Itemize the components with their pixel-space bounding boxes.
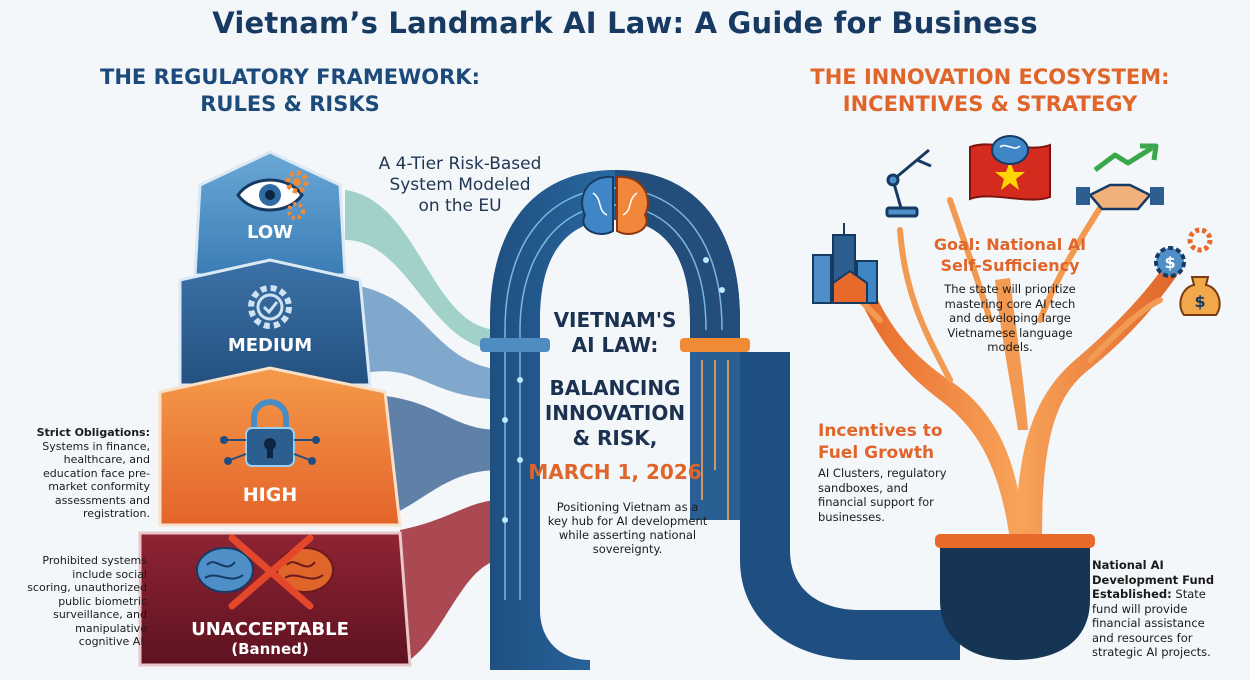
goal-line: and developing large bbox=[949, 311, 1071, 325]
strict-line: registration. bbox=[83, 507, 150, 520]
fund-line: strategic AI projects. bbox=[1092, 645, 1211, 659]
dollar-gear-icon: $ bbox=[1154, 246, 1186, 278]
goal-title-line: Self-Sufficiency bbox=[940, 256, 1080, 275]
tier-banned-label: (Banned) bbox=[231, 640, 309, 658]
center-line: VIETNAM'S bbox=[553, 308, 677, 332]
page-title: Vietnam’s Landmark AI Law: A Guide for B… bbox=[212, 6, 1038, 40]
fund-title-line: Development Fund bbox=[1092, 572, 1215, 587]
tier-low-block bbox=[193, 150, 347, 277]
innovation-ecosystem-heading: THE INNOVATION ECOSYSTEM: INCENTIVES & S… bbox=[740, 64, 1240, 118]
prohib-line: Prohibited systems bbox=[42, 554, 147, 567]
prohibited-systems-text: Prohibited systems include social scorin… bbox=[2, 554, 147, 649]
fund-title-line: National AI bbox=[1092, 558, 1164, 572]
innovation-heading-line2: INCENTIVES & STRATEGY bbox=[842, 92, 1138, 116]
brain-icon bbox=[991, 135, 1029, 165]
tier-medium-label: MEDIUM bbox=[227, 335, 313, 356]
tier-low-label: LOW bbox=[247, 222, 293, 243]
money-bag-icon: $ bbox=[1179, 276, 1221, 316]
prohib-line: scoring, unauthorized bbox=[27, 581, 147, 594]
fund-established-label: Established: bbox=[1092, 587, 1172, 601]
risk-system-caption: A 4-Tier Risk-Based System Modeled on th… bbox=[345, 154, 575, 217]
goal-line: models. bbox=[987, 340, 1033, 354]
fund-line: and resources for bbox=[1092, 630, 1193, 645]
brain-icon bbox=[581, 175, 649, 235]
center-line: AI LAW: bbox=[571, 333, 659, 357]
strict-line: assessments and bbox=[54, 493, 150, 507]
handshake-icon bbox=[1076, 183, 1164, 211]
fund-title: National AI Development Fund bbox=[1092, 558, 1242, 587]
center-title-top: VIETNAM'S AI LAW: bbox=[530, 308, 700, 358]
lock-icon bbox=[220, 399, 320, 467]
center-description: Positioning Vietnam as a key hub for AI … bbox=[535, 500, 720, 556]
prohib-line: public biometric bbox=[58, 594, 147, 608]
gear-icon bbox=[285, 170, 309, 194]
strict-line: Systems in finance, bbox=[42, 439, 150, 453]
check-gear-icon bbox=[248, 285, 292, 329]
tier-high-label: HIGH bbox=[242, 484, 298, 506]
fund-line-text: State bbox=[1175, 587, 1206, 601]
strict-line: market conformity bbox=[48, 480, 150, 493]
strict-obligations-text: Strict Obligations: Systems in finance, … bbox=[2, 426, 150, 521]
brain-icon bbox=[196, 547, 254, 593]
center-line: INNOVATION bbox=[544, 401, 686, 425]
risk-caption-line3: on the EU bbox=[418, 196, 502, 216]
incentives-description: AI Clusters, regulatory sandboxes, and f… bbox=[818, 466, 978, 524]
goal-title-line: Goal: National AI bbox=[933, 235, 1087, 254]
incentives-line: businesses. bbox=[818, 509, 885, 524]
prohib-line: cognitive AI. bbox=[78, 635, 147, 648]
goal-description: The state will prioritize mastering core… bbox=[935, 282, 1085, 355]
incentives-title-line: Incentives to bbox=[818, 421, 943, 441]
fund-line: Established: State bbox=[1092, 587, 1242, 602]
city-icon bbox=[812, 223, 878, 304]
prohib-line: include social bbox=[72, 567, 147, 581]
fund-description: Established: State fund will provide fin… bbox=[1092, 587, 1242, 660]
eye-icon bbox=[236, 178, 304, 212]
fund-line: fund will provide bbox=[1092, 601, 1188, 616]
innovation-heading-line1: THE INNOVATION ECOSYSTEM: bbox=[810, 65, 1170, 89]
svg-text:$: $ bbox=[1164, 253, 1175, 272]
goal-line: mastering core AI tech bbox=[944, 296, 1076, 311]
goal-title: Goal: National AI Self-Sufficiency bbox=[930, 234, 1090, 276]
center-line: BALANCING bbox=[549, 376, 681, 400]
goal-line: Vietnamese language bbox=[947, 325, 1073, 340]
risk-caption-line2: System Modeled bbox=[389, 175, 531, 195]
tier-unacceptable-label: UNACCEPTABLE bbox=[191, 619, 349, 640]
strict-line: healthcare, and bbox=[63, 453, 150, 466]
center-desc-line: Positioning Vietnam as a bbox=[556, 500, 699, 514]
regulatory-heading-line2: RULES & RISKS bbox=[200, 92, 380, 116]
incentives-line: AI Clusters, regulatory bbox=[818, 466, 947, 480]
center-desc-line: key hub for AI development bbox=[547, 514, 708, 528]
regulatory-heading-line1: THE REGULATORY FRAMEWORK: bbox=[100, 65, 480, 89]
cross-icon bbox=[228, 534, 314, 610]
prohib-line: surveillance, and bbox=[53, 608, 147, 621]
prohib-line: manipulative bbox=[75, 621, 147, 635]
fund-line: financial assistance bbox=[1092, 616, 1205, 630]
effective-date: MARCH 1, 2026 bbox=[528, 460, 702, 484]
incentives-line: financial support for bbox=[818, 495, 934, 509]
risk-caption-line1: A 4-Tier Risk-Based bbox=[378, 154, 542, 174]
incentives-title: Incentives to Fuel Growth bbox=[818, 420, 978, 464]
center-line: & RISK, bbox=[572, 426, 658, 450]
goal-line: The state will prioritize bbox=[944, 282, 1076, 296]
robot-arm-icon bbox=[885, 148, 932, 218]
incentives-line: sandboxes, and bbox=[818, 480, 909, 495]
regulatory-framework-heading: THE REGULATORY FRAMEWORK: RULES & RISKS bbox=[40, 64, 540, 118]
strict-obligations-title: Strict Obligations: bbox=[36, 426, 150, 439]
trend-arrow-icon bbox=[1093, 143, 1159, 172]
incentives-title-line: Fuel Growth bbox=[818, 443, 935, 463]
gear-icon bbox=[1187, 227, 1213, 253]
svg-text:$: $ bbox=[1194, 292, 1205, 311]
tree-icon bbox=[832, 197, 1178, 660]
center-desc-line: sovereignty. bbox=[592, 542, 663, 556]
center-title-bottom: BALANCING INNOVATION & RISK, bbox=[520, 376, 710, 451]
central-arch bbox=[480, 170, 960, 670]
gear-icon bbox=[287, 202, 305, 220]
center-desc-line: while asserting national bbox=[558, 528, 697, 542]
strict-line: education face pre- bbox=[42, 466, 150, 480]
